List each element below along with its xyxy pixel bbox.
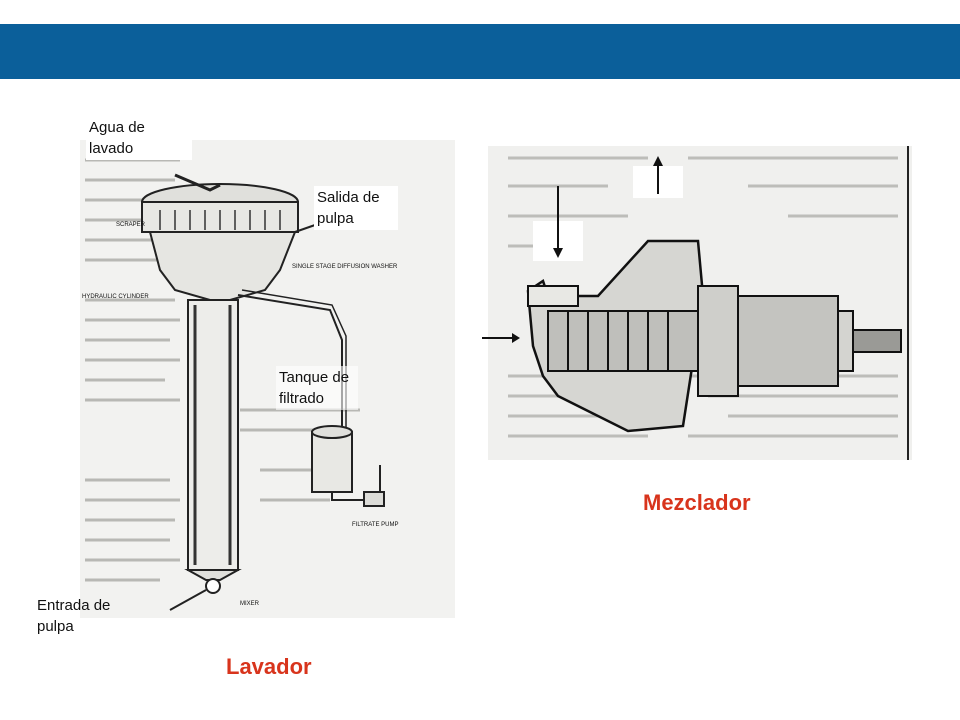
lavador-drawing: SCRAPER SINGLE STAGE DIFFUSION WASHER HY… xyxy=(80,140,455,618)
background-text-lines xyxy=(85,158,360,582)
lavador-caption: Lavador xyxy=(226,654,312,679)
mixer-body xyxy=(205,578,221,594)
label-tanque-de-filtrado: Tanque de filtrado xyxy=(276,366,358,410)
rotor-blades xyxy=(567,311,669,371)
rotor xyxy=(547,310,699,372)
filtrate-pump xyxy=(363,491,385,507)
washer-cone xyxy=(184,569,242,581)
pulp-outlet xyxy=(294,224,316,233)
mezclador-diagram xyxy=(488,146,912,460)
scraper-tag: SCRAPER xyxy=(116,222,146,228)
inlet-nozzle xyxy=(527,285,579,307)
single-stage-tag: SINGLE STAGE DIFFUSION WASHER xyxy=(292,264,398,270)
filtrate-tank xyxy=(311,431,353,493)
label-agua-de-lavado: Agua de lavado xyxy=(86,116,192,160)
hydraulic-tag: HYDRAULIC CYLINDER xyxy=(82,294,149,300)
mezclador-drawing xyxy=(488,146,912,460)
filtrate-pump-tag: FILTRATE PUMP xyxy=(352,522,398,528)
pulp-inlet-arrow-icon xyxy=(482,333,520,343)
diffuser-screens xyxy=(159,210,281,230)
lavador-diagram: SCRAPER SINGLE STAGE DIFFUSION WASHER HY… xyxy=(80,140,455,618)
drive-shaft xyxy=(852,329,902,353)
mixer-tag: MIXER xyxy=(240,601,260,607)
mezclador-caption: Mezclador xyxy=(643,490,751,515)
bearing-flange xyxy=(697,285,739,397)
wash-water-pipe xyxy=(174,173,221,192)
header-bar xyxy=(0,24,960,79)
label-entrada-de-pulpa: Entrada de pulpa xyxy=(37,597,111,635)
pulp-inlet-pipe xyxy=(169,589,207,611)
bearing-housing xyxy=(737,295,839,387)
label-salida-de-pulpa: Salida de pulpa xyxy=(314,186,398,230)
